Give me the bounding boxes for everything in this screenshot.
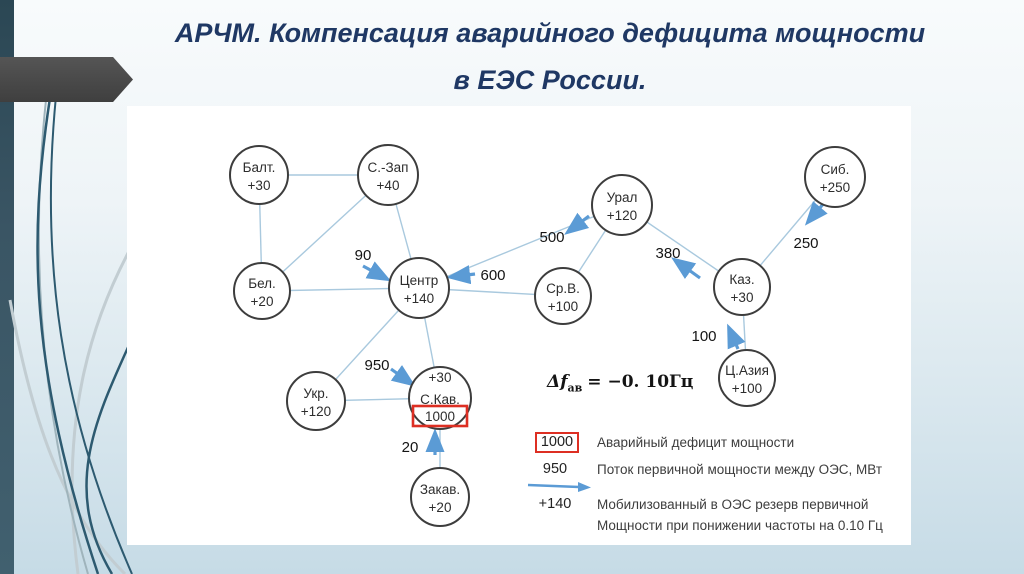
node-circle-bel bbox=[233, 262, 291, 320]
node-label-centr: Центр bbox=[400, 273, 439, 288]
flow-value-label-250: 250 bbox=[793, 235, 818, 252]
formula-value: = −0. 10Гц bbox=[587, 372, 694, 392]
flow-arrow-600 bbox=[446, 265, 476, 285]
flow-arrow-icon bbox=[527, 482, 591, 492]
flow-arrow-500 bbox=[564, 212, 590, 235]
node-label-zakav: Закав. bbox=[420, 482, 460, 497]
slide-title: АРЧМ. Компенсация аварийного дефицита мо… bbox=[118, 10, 982, 104]
formula-delta-f: Δf bbox=[547, 372, 568, 392]
node-label-bel: Бел. bbox=[248, 276, 276, 291]
node-label-ural: +120 bbox=[607, 208, 637, 223]
flow-arrow-90 bbox=[362, 261, 392, 282]
node-circle-srv bbox=[534, 267, 592, 325]
node-label-szap: +40 bbox=[377, 178, 400, 193]
left-edge-bar bbox=[0, 0, 14, 574]
network-edge-centr-ural bbox=[418, 204, 623, 289]
flow-value-label-20: 20 bbox=[402, 439, 419, 456]
node-label-kaz: Каз. bbox=[729, 272, 754, 287]
deficit-value-box bbox=[411, 404, 469, 428]
node-label-szap: С.-Зап bbox=[368, 160, 409, 175]
decorative-curves bbox=[8, 95, 152, 574]
node-circle-ural bbox=[591, 174, 653, 236]
slide-title-line2: в ЕЭС России. bbox=[453, 65, 647, 95]
node-label-balt: Балт. bbox=[243, 160, 276, 175]
slide-title-line1: АРЧМ. Компенсация аварийного дефицита мо… bbox=[174, 18, 926, 48]
node-label-balt: +30 bbox=[248, 178, 271, 193]
node-label-zakav: +20 bbox=[429, 500, 452, 515]
flow-arrow-100 bbox=[727, 323, 746, 350]
node-label-cazia: +100 bbox=[732, 381, 762, 396]
legend-reserve-value: +140 bbox=[538, 496, 572, 512]
flow-value-label-100: 100 bbox=[691, 328, 716, 345]
power-network-diagram: 90 600 500 380 250 100 950 20 Балт. +30 С.-Зап +40Б… bbox=[229, 144, 866, 527]
node-circle-skav bbox=[408, 366, 472, 430]
formula-subscript: ав bbox=[567, 381, 583, 395]
node-label-centr: +140 bbox=[404, 291, 434, 306]
node-label-kaz: +30 bbox=[731, 290, 754, 305]
node-circle-sib bbox=[804, 146, 866, 208]
node-label-cazia: Ц.Азия bbox=[725, 363, 769, 378]
node-circle-zakav bbox=[410, 467, 470, 527]
flow-value-label-600: 600 bbox=[480, 267, 505, 284]
node-label-sib: +250 bbox=[820, 180, 850, 195]
node-circle-centr bbox=[388, 257, 450, 319]
node-label-bel: +20 bbox=[251, 294, 274, 309]
node-label-srv: +100 bbox=[548, 299, 578, 314]
legend-reserve-label: Мобилизованный в ОЭС резерв первичной Мо… bbox=[597, 497, 883, 533]
flow-value-label-380: 380 bbox=[655, 245, 680, 262]
flow-arrow-380 bbox=[671, 257, 701, 280]
node-circle-szap bbox=[357, 144, 419, 206]
flow-value-label-950: 950 bbox=[364, 357, 389, 374]
node-circle-kaz bbox=[713, 258, 771, 316]
legend-deficit-box: 1000 bbox=[535, 432, 579, 453]
node-label-ukr: Укр. bbox=[303, 386, 328, 401]
legend-flow-value: 950 bbox=[542, 461, 568, 477]
flow-value-label-90: 90 bbox=[355, 247, 372, 264]
flow-value-label-500: 500 bbox=[539, 229, 564, 246]
legend-flow-label: Поток первичной мощности между ОЭС, МВт bbox=[597, 462, 883, 477]
node-circle-ukr bbox=[286, 371, 346, 431]
legend-deficit-label: Аварийный дефицит мощности bbox=[597, 435, 795, 450]
node-label-ural: Урал bbox=[607, 190, 638, 205]
node-circle-cazia bbox=[718, 349, 776, 407]
node-label-skav: +30 bbox=[429, 370, 452, 385]
deficit-value-text: 1000 bbox=[425, 409, 455, 424]
node-label-sib: Сиб. bbox=[821, 162, 850, 177]
node-circle-balt bbox=[229, 145, 289, 205]
node-label-skav: С.Кав. bbox=[420, 392, 460, 407]
slide-arrow-decoration bbox=[0, 57, 133, 102]
node-label-srv: Ср.В. bbox=[546, 281, 580, 296]
node-label-ukr: +120 bbox=[301, 404, 331, 419]
frequency-deviation-formula: Δfав = −0. 10Гц bbox=[547, 372, 693, 394]
flow-arrow-250 bbox=[804, 201, 828, 226]
flow-arrow-950 bbox=[390, 365, 416, 387]
